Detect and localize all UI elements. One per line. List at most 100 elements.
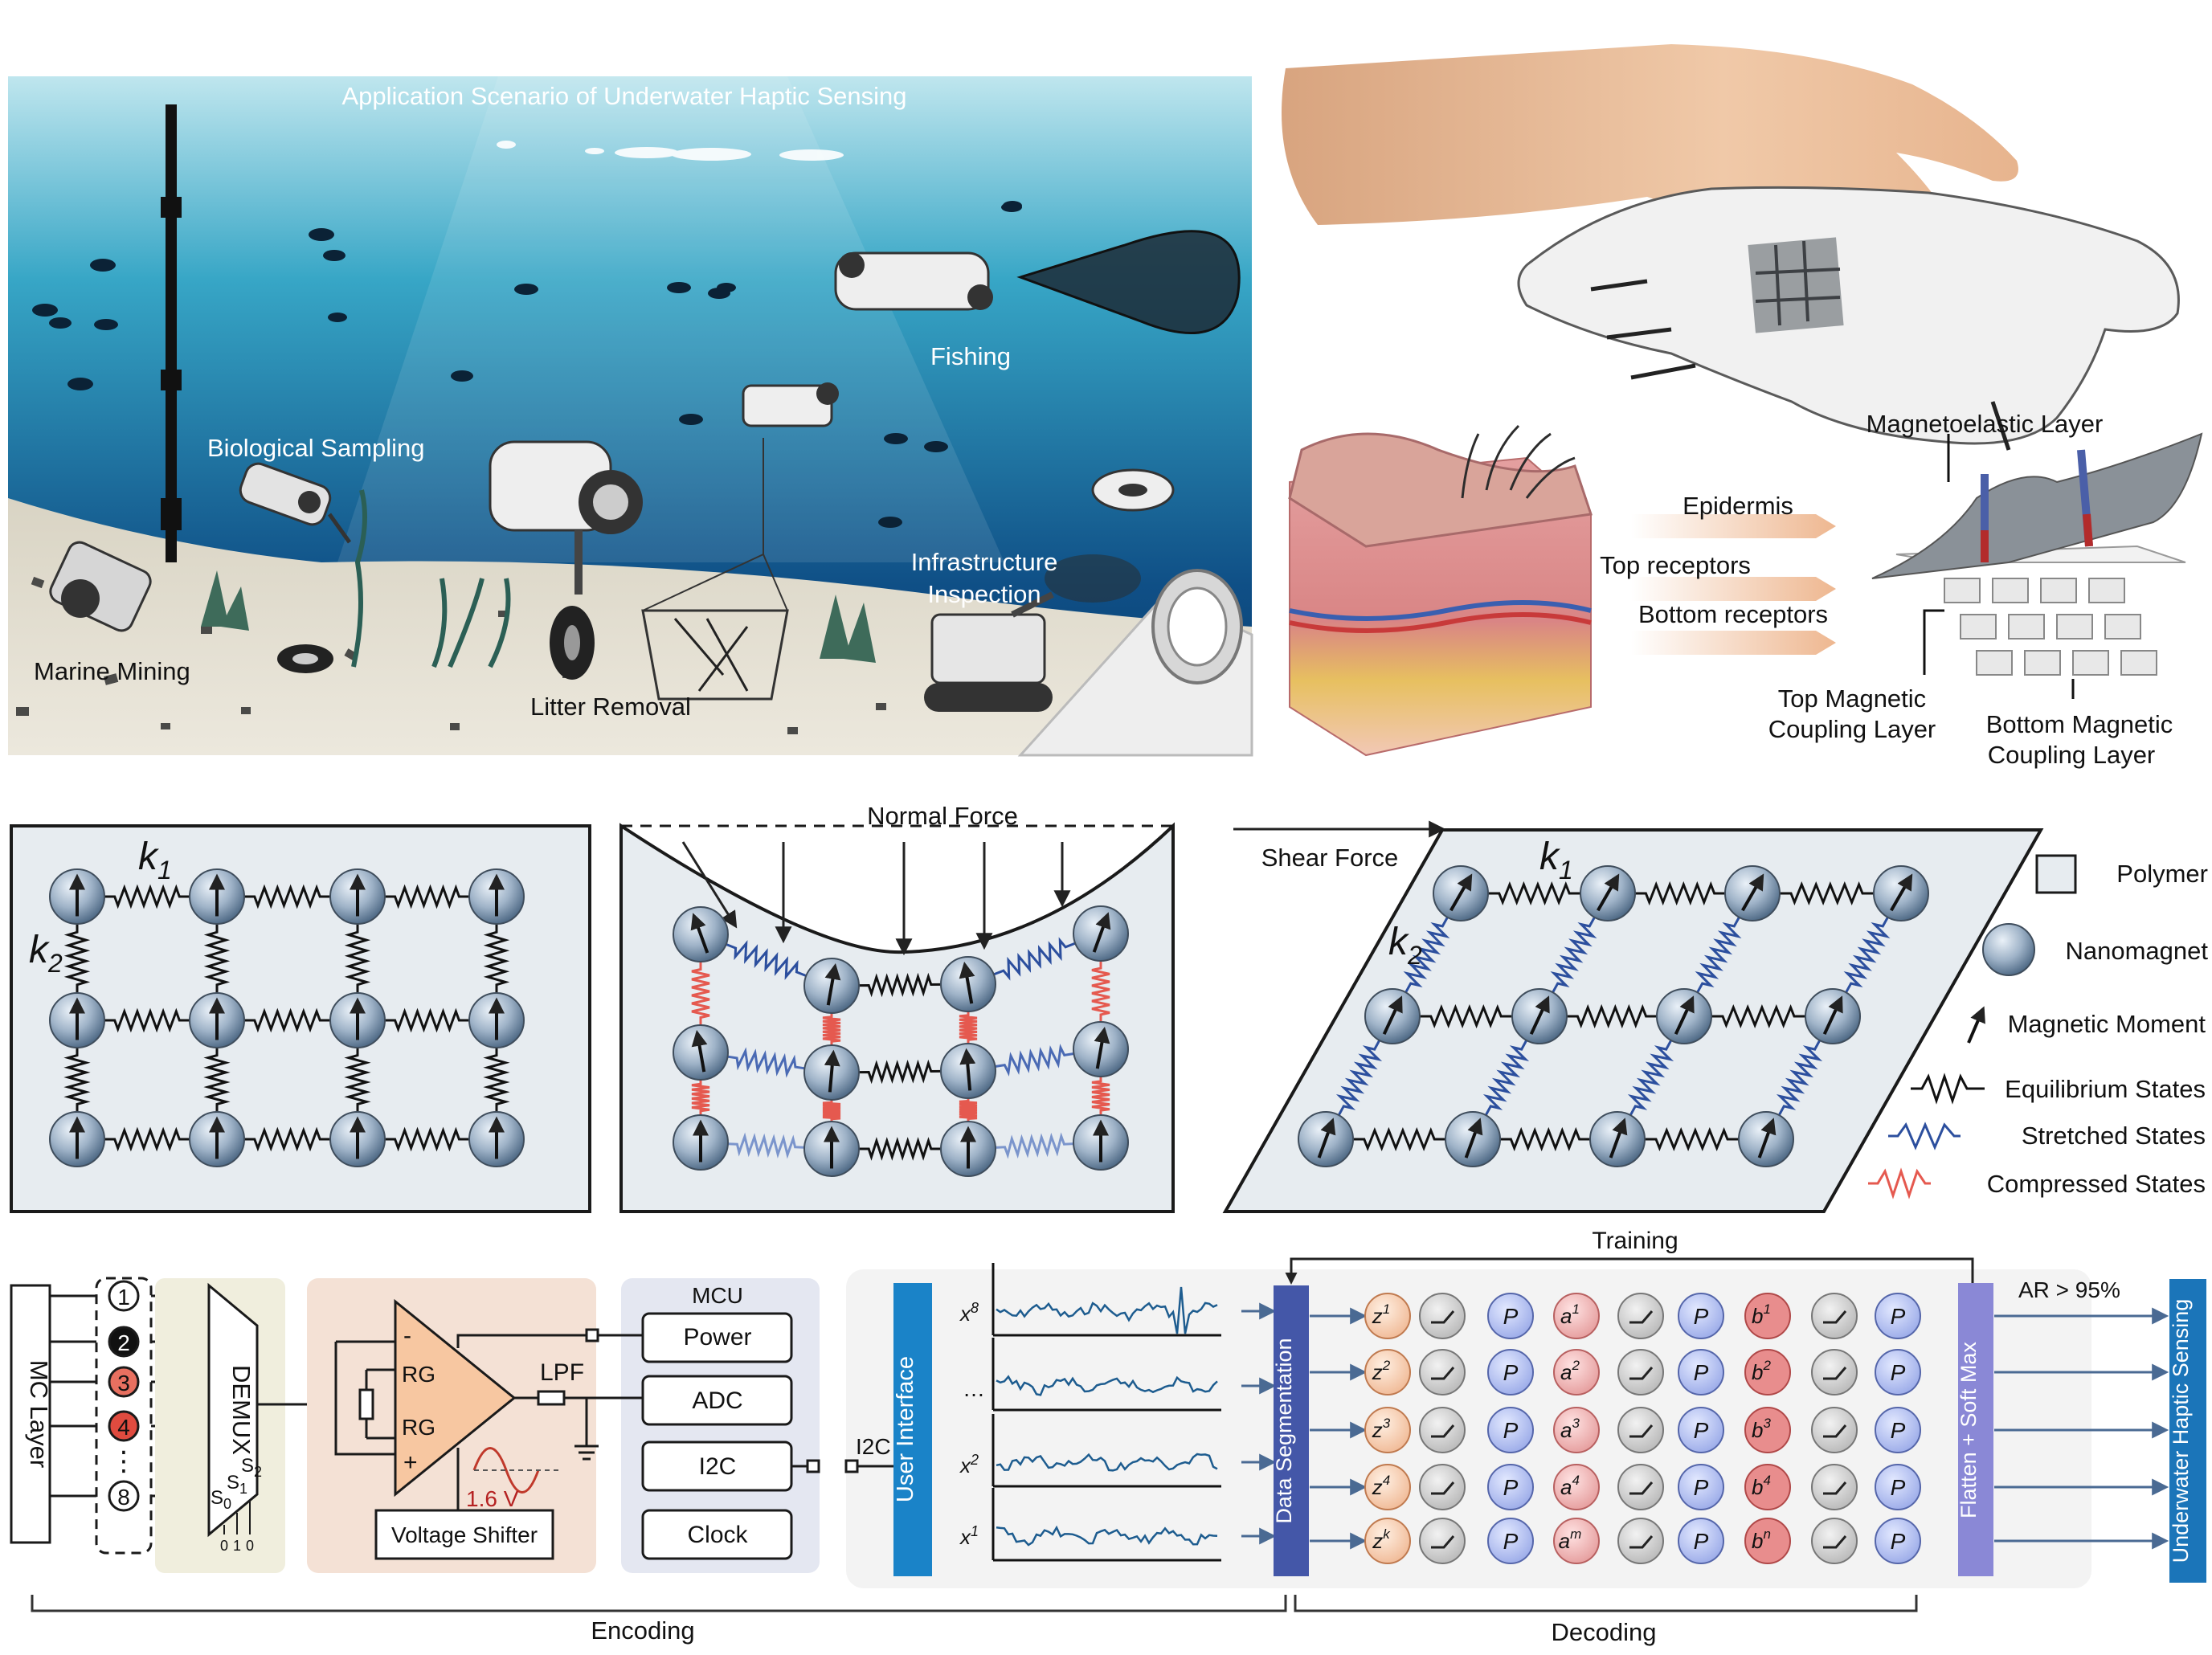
- k1-label-right: k1: [1539, 836, 1573, 885]
- nanomagnet: [673, 906, 729, 962]
- mining-robot: [49, 541, 152, 632]
- sensor-puck: [1091, 468, 1175, 512]
- neuron-p: P: [1678, 1349, 1724, 1396]
- nanomagnet: [329, 868, 386, 925]
- lpf-resistor: [537, 1390, 566, 1406]
- spring-equilibrium: [203, 1048, 231, 1112]
- neuron-label: z1: [1372, 1302, 1390, 1328]
- bit-s1: 1: [233, 1538, 241, 1554]
- tyres: [277, 606, 595, 680]
- output-bar: [2169, 1279, 2206, 1583]
- equilibrium-magnets: [49, 868, 525, 1167]
- pool-label: P: [1891, 1360, 1906, 1385]
- neuron-label: a4: [1560, 1473, 1580, 1499]
- pool-label: P: [1694, 1304, 1709, 1329]
- robot-hand: [1517, 186, 2180, 445]
- channel-4: [108, 1410, 140, 1442]
- decoding-bracket: [1294, 1595, 1918, 1612]
- relu-icon: [1629, 1535, 1654, 1549]
- relu-icon: [1823, 1424, 1847, 1438]
- signal-traces: [992, 1263, 1277, 1562]
- fish-school: [32, 201, 1022, 528]
- normal-force-label: Normal Force: [867, 802, 1018, 830]
- neuron-z: z1: [1364, 1293, 1411, 1339]
- nanomagnet: [803, 1121, 860, 1177]
- nanomagnet: [1445, 1111, 1501, 1167]
- mc-layer-label: MC Layer: [25, 1360, 53, 1468]
- data-segmentation-label: Data Segmentation: [1272, 1338, 1296, 1523]
- nanomagnet: [468, 992, 525, 1048]
- channel-1-label: 1: [117, 1285, 130, 1310]
- channel-8: [108, 1480, 140, 1512]
- channel-2: [108, 1326, 140, 1358]
- neuron-p: P: [1678, 1464, 1724, 1510]
- spring-equilibrium: [1645, 1126, 1739, 1152]
- spring-equilibrium: [483, 1048, 510, 1112]
- pipeline: [1017, 569, 1253, 757]
- relu-icon: [1629, 1310, 1654, 1324]
- relu-icon: [1823, 1310, 1847, 1324]
- nanomagnet: [1724, 865, 1781, 921]
- nanomagnet: [468, 1111, 525, 1167]
- neuron-act: [1419, 1293, 1466, 1339]
- channel-4-label: 4: [117, 1415, 130, 1440]
- nanomagnet: [329, 992, 386, 1048]
- shear-force-magnets: [1298, 865, 1929, 1167]
- signal-trace: [996, 1286, 1218, 1334]
- neuron-p: P: [1875, 1464, 1921, 1510]
- spring-compressed: [959, 1011, 978, 1044]
- spring-equilibrium: [1635, 881, 1725, 906]
- bit-s0: 0: [220, 1538, 228, 1554]
- neuron-a: a1: [1553, 1293, 1600, 1339]
- signal-x1: x1: [959, 1523, 979, 1549]
- relu-icon: [1431, 1481, 1455, 1495]
- neuron-p: P: [1875, 1518, 1921, 1564]
- relu-icon: [1629, 1367, 1654, 1380]
- nanomagnet: [1073, 1114, 1129, 1171]
- pool-label: P: [1503, 1418, 1519, 1443]
- neuron-p: P: [1875, 1349, 1921, 1396]
- encoding-section: MC Layer 1 2 3 4 ⋮ 8 DEMUX S0 S1 S2: [10, 1277, 1287, 1645]
- user-interface-label: User Interface: [893, 1356, 918, 1502]
- k2-label-left: k2: [29, 929, 63, 978]
- signal-axis: [992, 1488, 1221, 1562]
- label-top-coupling-1: Top Magnetic: [1778, 684, 1926, 713]
- pool-label: P: [1503, 1529, 1519, 1554]
- legend-stretched: Stretched States: [2022, 1122, 2206, 1150]
- k2-label-right: k2: [1388, 921, 1422, 970]
- signal-trace: [996, 1375, 1218, 1396]
- signal-axis: [992, 1263, 1221, 1337]
- nanomagnet: [49, 1111, 105, 1167]
- shear-force-label: Shear Force: [1261, 844, 1399, 872]
- spring-stretched: [1482, 1040, 1530, 1116]
- pool-label: P: [1694, 1475, 1709, 1500]
- amp-output-terminal: [585, 1328, 599, 1342]
- spring-horizontal: [858, 972, 942, 998]
- relu-icon: [1629, 1481, 1654, 1495]
- layer-stack: [1871, 432, 2203, 699]
- spring-equilibrium: [63, 924, 91, 993]
- offset-voltage: 1.6 V: [466, 1486, 519, 1511]
- spring-equilibrium: [385, 1126, 469, 1152]
- neuron-act: [1419, 1518, 1466, 1564]
- spring-horizontal: [727, 1132, 805, 1159]
- legend-equilibrium: Equilibrium States: [2005, 1075, 2206, 1103]
- channel-3-label: 3: [117, 1371, 130, 1396]
- nanomagnet: [189, 992, 245, 1048]
- nanomagnet: [1805, 988, 1861, 1044]
- relu-icon: [1431, 1535, 1455, 1549]
- coral: [201, 570, 876, 663]
- neuron-p: P: [1678, 1407, 1724, 1453]
- neuron-act: [1617, 1293, 1664, 1339]
- receptor-flow-arrows: [1631, 514, 1836, 655]
- signal-axis: [992, 1338, 1221, 1412]
- nanomagnet: [1433, 865, 1489, 921]
- bit-s2: 0: [246, 1538, 254, 1554]
- legend-nanomagnet-swatch: [1982, 923, 2035, 976]
- i2c-terminal-mcu: [806, 1459, 820, 1473]
- spring-equilibrium: [385, 1007, 469, 1033]
- k1-label-left: k1: [138, 836, 172, 885]
- mcu-adc-label: ADC: [692, 1387, 742, 1414]
